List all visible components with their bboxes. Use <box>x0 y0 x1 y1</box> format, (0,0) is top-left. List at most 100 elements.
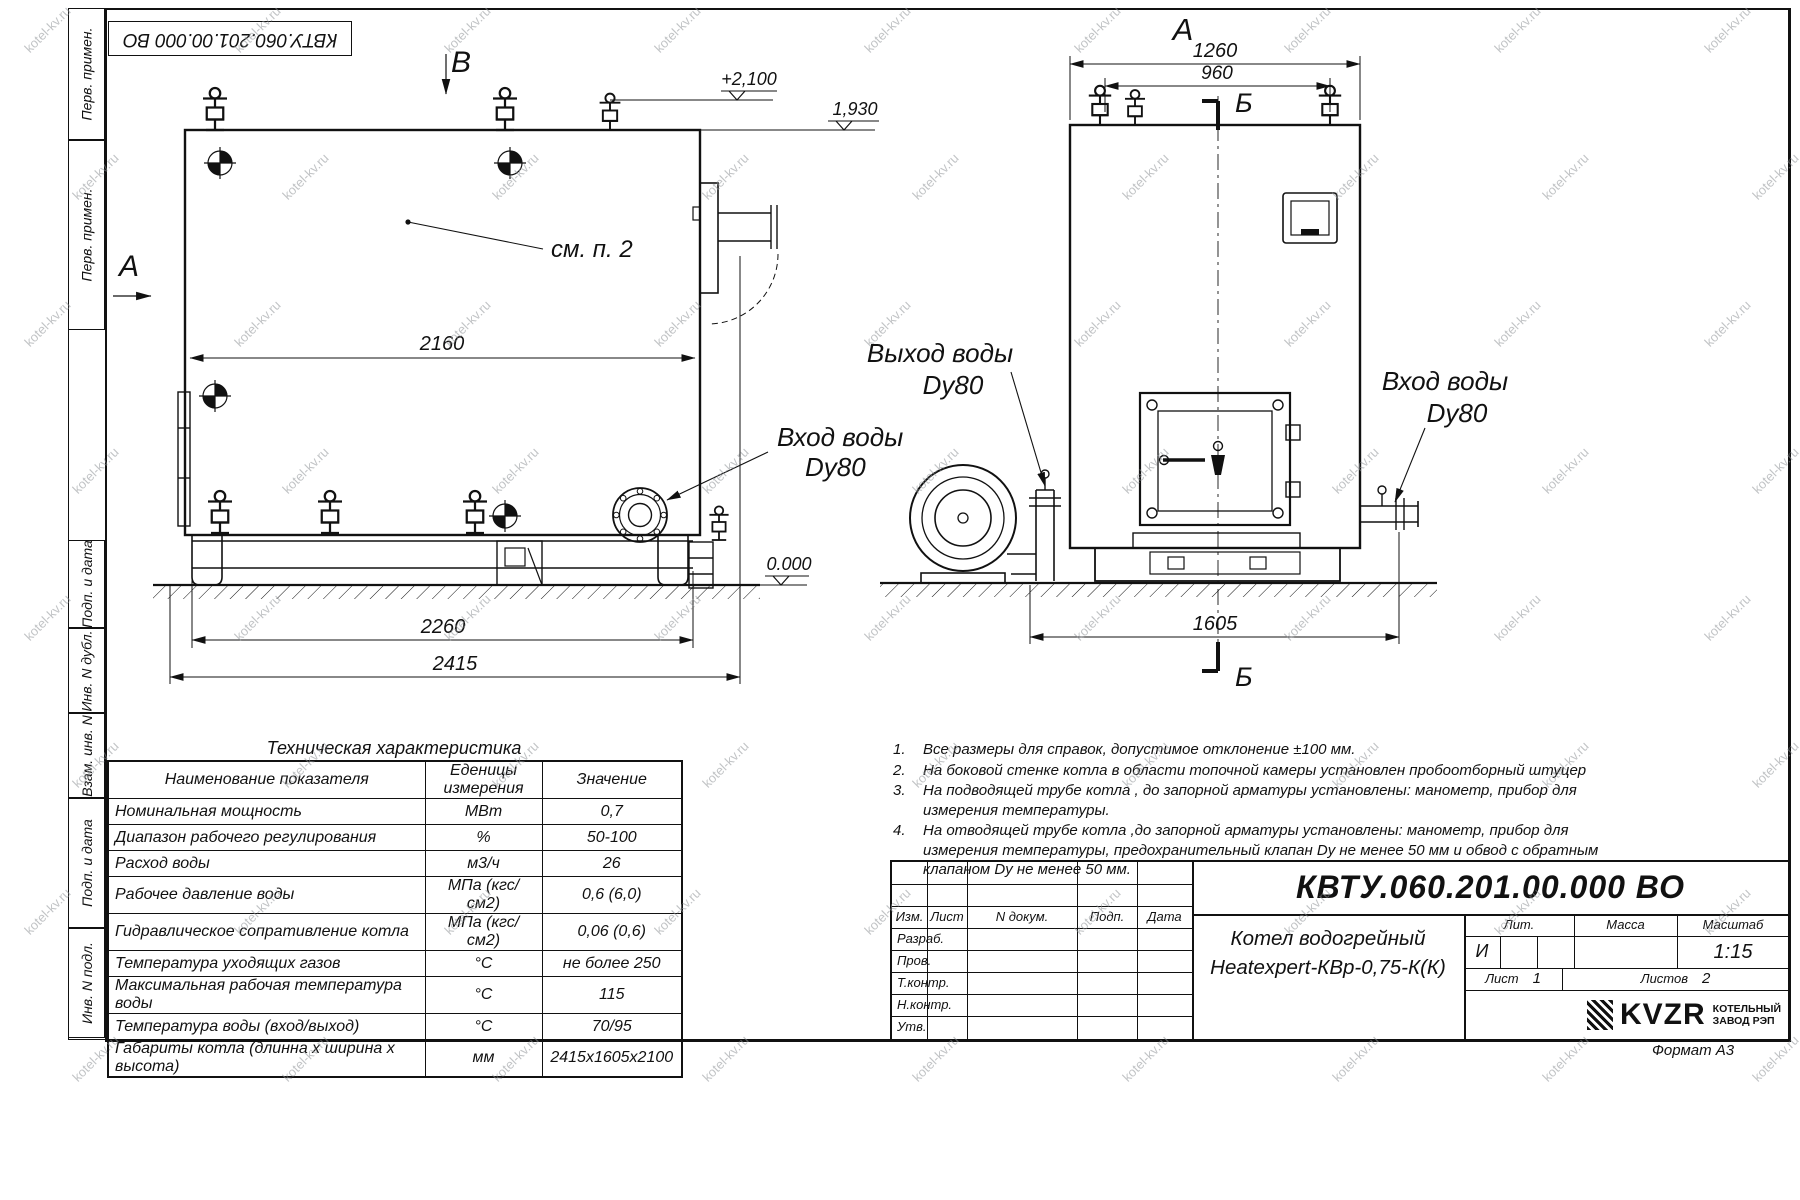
note-text: Все размеры для справок, допустимое откл… <box>923 741 1356 758</box>
tb-sheets-value: 2 <box>1702 969 1711 987</box>
tb-role-tkontr: Т.контр. <box>897 974 950 990</box>
tech-row: Диапазон рабочего регулирования%50-100 <box>107 824 683 851</box>
tech-cell-unit: МПа (кгс/см2) <box>424 913 543 951</box>
tb-scale-label: Масштаб <box>1702 916 1764 932</box>
tech-cell-unit: % <box>424 824 543 851</box>
section-label-b: Б <box>1235 662 1253 692</box>
inlet-label-left-view: Вход воды Dy80 <box>666 422 903 501</box>
technical-drawing: 2160 см. п. 2 В А <box>113 12 1508 692</box>
tech-cell-value: 2415х1605х2100 <box>541 1039 683 1078</box>
kvzr-logo-line2: ЗАВОД РЭП <box>1712 1014 1775 1027</box>
tech-table-header-row: Наименование показателя Еденицы измерени… <box>107 760 683 799</box>
drain-valve-icon <box>206 489 234 535</box>
kvzr-logo-mark-icon <box>1587 999 1613 1030</box>
view-arrow-b: В <box>441 46 471 95</box>
safety-valve-icon <box>201 86 229 132</box>
dim-2260-text: 2260 <box>420 616 466 638</box>
inlet-label-front-view: Вход воды Dy80 <box>1382 366 1508 503</box>
tech-cell-name: Температура воды (вход/выход) <box>107 1013 426 1040</box>
dimension-1260: 1260 <box>1069 40 1361 120</box>
tech-row: Габариты котла (длинна х ширина х высота… <box>107 1039 683 1078</box>
tb-lit-value: И <box>1475 941 1489 962</box>
ground-line-front <box>880 581 1437 597</box>
tech-cell-name: Диапазон рабочего регулирования <box>107 824 426 851</box>
tb-mass-label: Масса <box>1606 916 1645 932</box>
note-number: 4. <box>893 822 906 839</box>
elevation-2100: +2,100 <box>610 69 777 101</box>
furnace-door <box>1138 391 1301 527</box>
tech-cell-name: Расход воды <box>107 850 426 877</box>
elevation-text: 1,930 <box>832 99 877 119</box>
center-mark-icon <box>198 379 232 413</box>
inlet-pipe-right <box>1360 485 1419 530</box>
tech-cell-name: Рабочее давление воды <box>107 876 426 914</box>
tech-table-title: Техническая характеристика <box>266 738 522 758</box>
tb-col-data: Дата <box>1147 908 1182 924</box>
sidebar-label: Подп. и дата <box>78 819 95 907</box>
inlet-text: Вход воды <box>1382 366 1508 396</box>
tech-cell-value: 0,06 (0,6) <box>541 913 683 951</box>
tech-cell-unit: °С <box>424 1013 543 1040</box>
dimension-1605: 1605 <box>1029 532 1400 644</box>
boiler-body-side <box>183 128 702 537</box>
tech-header-name: Наименование показателя <box>107 760 426 799</box>
kvzr-logo-line1: КОТЕЛЬНЫЙ <box>1712 1002 1781 1015</box>
elevation-text: 0.000 <box>766 554 811 574</box>
dimension-2415: 2415 <box>169 256 741 684</box>
tb-col-ndokum: N докум. <box>995 908 1049 924</box>
product-line2: Heatexpert-КВр-0,75-К(К) <box>1210 955 1446 979</box>
sidebar-box-podp-data-1: Подп. и дата <box>68 540 105 628</box>
tech-header-units: Еденицы измерения <box>424 760 543 799</box>
tech-cell-name: Температура уходящих газов <box>107 950 426 977</box>
drain-valve-icon <box>461 489 489 535</box>
inlet-dn-text: Dy80 <box>1427 398 1488 428</box>
note-number: 3. <box>893 782 906 799</box>
safety-valve-icon <box>1087 84 1113 127</box>
sidebar-label: Взам. инв. N <box>78 714 95 797</box>
view-label-b: В <box>451 46 471 79</box>
outlet-text: Выход воды <box>867 338 1013 368</box>
inlet-text: Вход воды <box>777 422 903 452</box>
tech-cell-value: 115 <box>541 976 683 1014</box>
tech-header-value: Значение <box>541 760 683 799</box>
tech-cell-unit: м3/ч <box>424 850 543 877</box>
tech-cell-value: 26 <box>541 850 683 877</box>
dim-1260-text: 1260 <box>1193 40 1238 62</box>
tech-cell-unit: МВт <box>424 798 543 825</box>
tb-col-izm: Изм. <box>895 908 924 924</box>
callout-text: см. п. 2 <box>551 236 633 263</box>
note-item: 2.На боковой стенке котла в области топо… <box>893 761 1617 781</box>
tech-cell-name: Габариты котла (длинна х ширина х высота… <box>107 1039 426 1078</box>
drain-valve-icon <box>316 489 344 535</box>
inspection-plate <box>1282 192 1338 244</box>
safety-valve-icon <box>491 86 519 132</box>
blower-fan <box>909 464 1036 584</box>
watermark-text: kotel-kv.ru <box>21 297 74 350</box>
format-note: Формат А3 <box>1652 1042 1735 1059</box>
watermark-text: kotel-kv.ru <box>21 885 74 938</box>
tb-col-podp: Подп. <box>1089 908 1125 924</box>
document-number: КВТУ.060.201.00.000 ВО <box>1296 869 1685 906</box>
dimension-2260: 2260 <box>191 571 694 648</box>
safety-valve-icon <box>1124 89 1146 126</box>
dim-2160-text: 2160 <box>419 333 465 355</box>
tb-sheet: Лист 1 <box>1464 968 1562 990</box>
tech-cell-unit: °С <box>424 976 543 1014</box>
tech-cell-name: Гидравлическое сопративление котла <box>107 913 426 951</box>
tech-cell-unit: °С <box>424 950 543 977</box>
side-mount-strip <box>177 391 191 527</box>
section-mark-b-top: Б <box>1202 88 1253 130</box>
center-mark-icon <box>488 499 522 533</box>
section-mark-b-bottom: Б <box>1202 642 1253 692</box>
note-item: 1.Все размеры для справок, допустимое от… <box>893 740 1617 760</box>
inlet-dn-text: Dy80 <box>805 452 866 482</box>
tech-cell-name: Номинальная мощность <box>107 798 426 825</box>
sidebar-label: Инв. N подл. <box>78 942 95 1024</box>
rear-valve-icon <box>708 505 730 541</box>
note-text: На отводящей трубе котла ,до запорной ар… <box>923 822 1599 878</box>
callout-see-note-2: см. п. 2 <box>405 219 633 263</box>
